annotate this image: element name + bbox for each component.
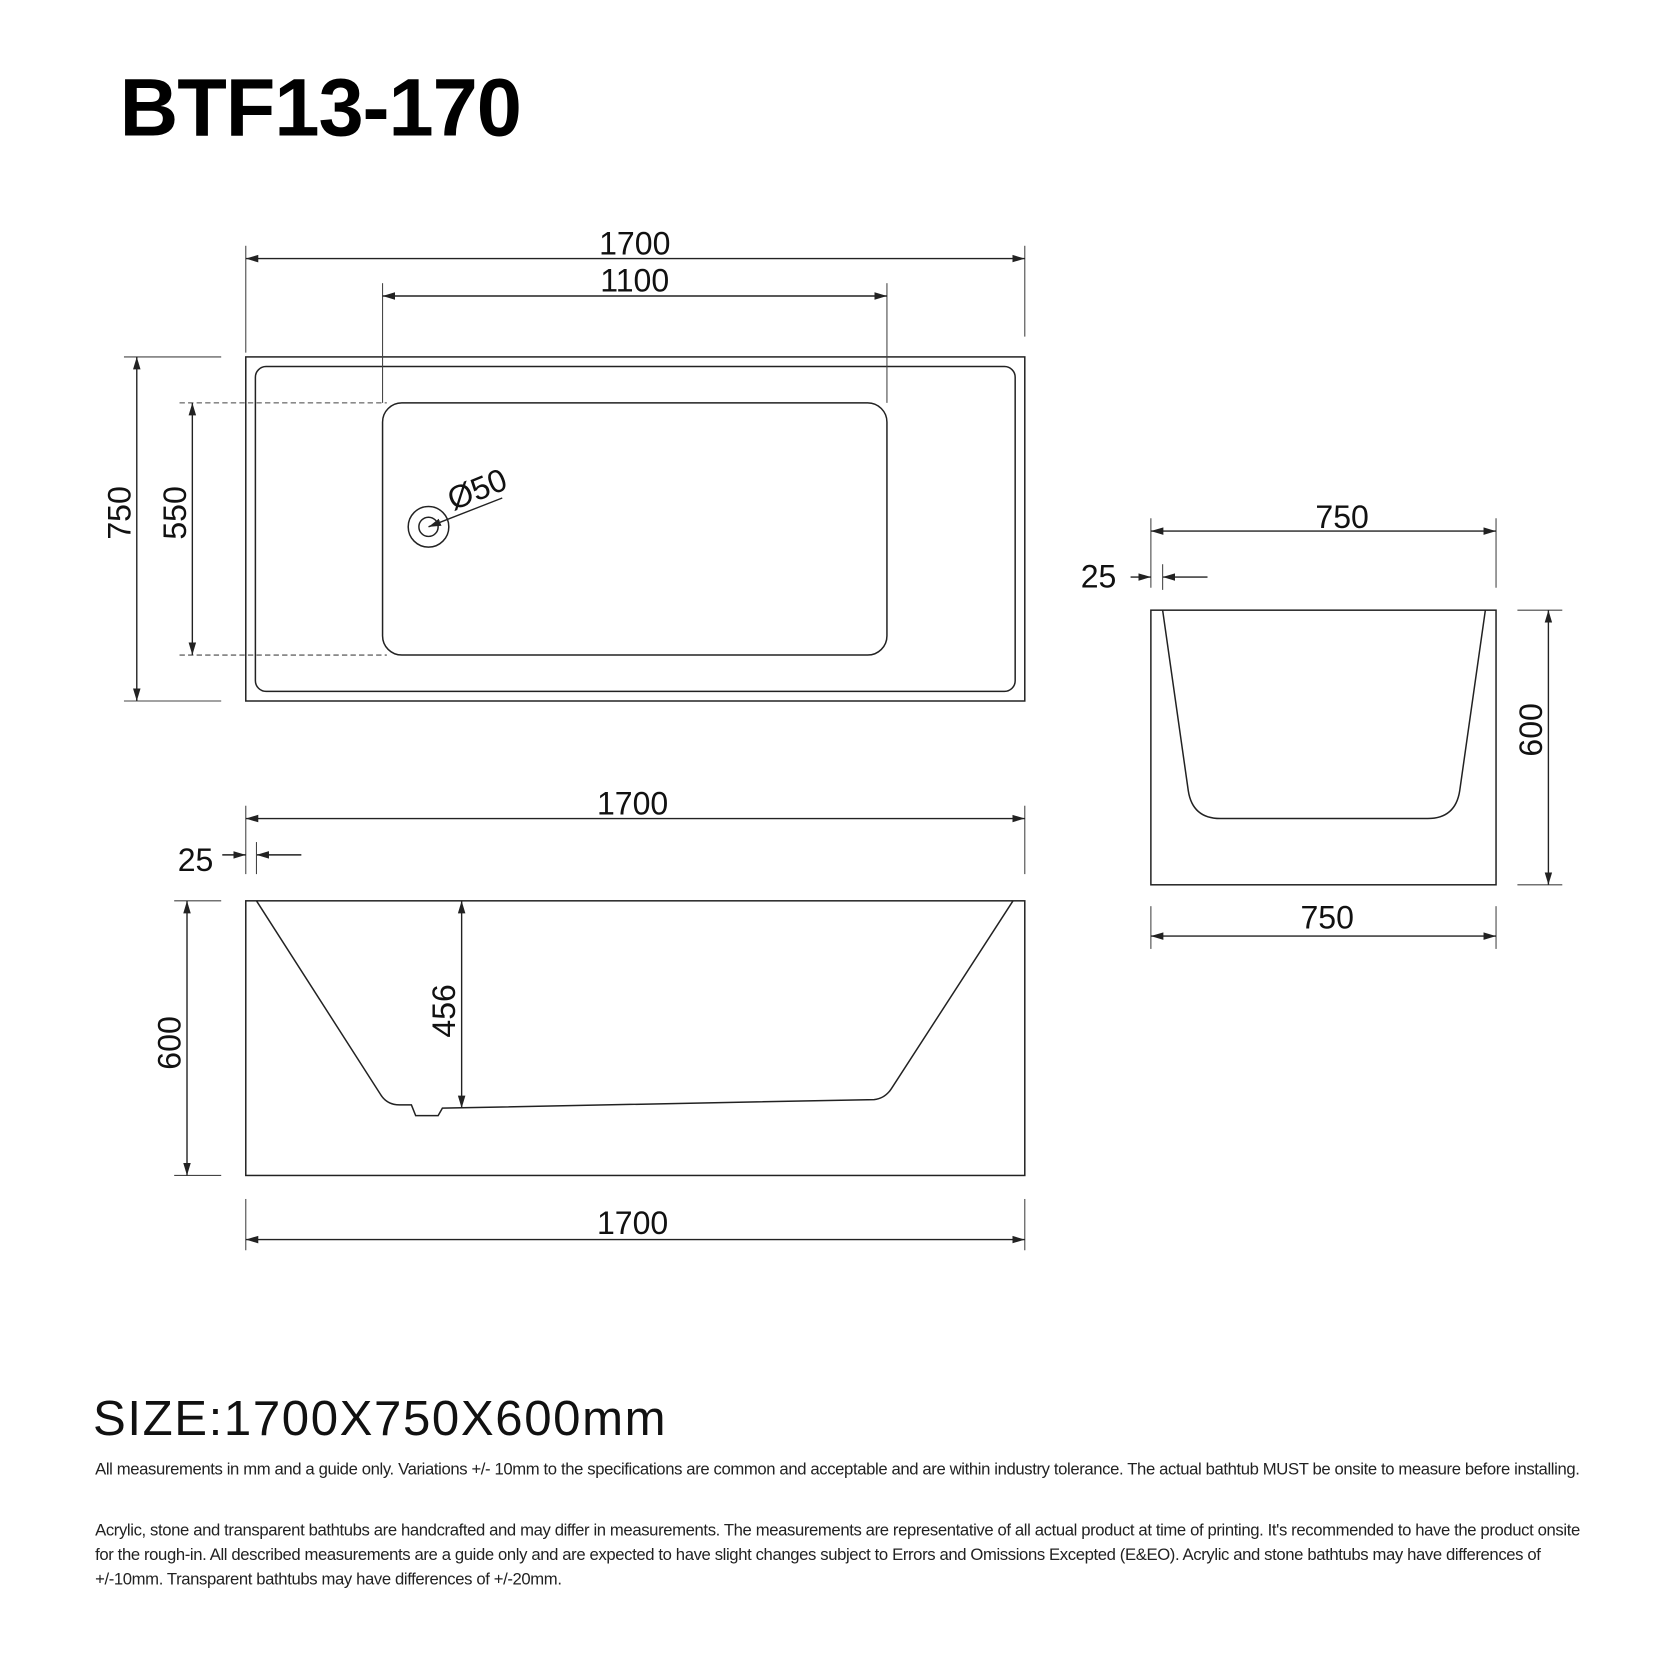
dim-side-length-top: 1700 [597,785,668,821]
basin-outline [381,402,888,656]
dim-end-width-bottom: 750 [1300,900,1353,936]
dim-end-width-top: 750 [1315,499,1368,535]
note-measurements: All measurements in mm and a guide only.… [95,1460,1580,1479]
side-view: 1700 25 600 456 1700 [152,785,1026,1251]
end-view: 750 25 600 750 [1081,499,1563,949]
dim-width: 750 [101,486,137,539]
tub-outline [245,356,1026,702]
dim-end-height: 600 [1513,703,1549,756]
basin-profile [255,900,1014,1117]
size-heading: SIZE:1700X750X600mm [92,1390,668,1446]
dim-side-height: 600 [152,1016,188,1069]
end-basin-profile [1161,610,1487,820]
dim-depth: 456 [426,984,462,1037]
dim-basin-width: 550 [157,486,193,539]
dim-end-rim: 25 [1081,559,1117,595]
top-view: Ø50 1700 1100 750 550 [101,225,1026,702]
dim-length: 1700 [599,225,670,261]
dim-basin-length: 1100 [600,263,669,299]
tub-rim [254,365,1016,693]
note-disclaimer: Acrylic, stone and transparent bathtubs … [95,1521,1580,1590]
technical-drawing: Ø50 1700 1100 750 550 1700 [101,225,1563,1251]
dim-side-length-bottom: 1700 [597,1205,668,1241]
model-title: BTF13-170 [119,63,522,154]
drain-label: Ø50 [442,461,512,517]
drain-icon [407,505,450,548]
tub-side-outline [245,900,1026,1177]
tub-end-outline [1150,609,1497,886]
dim-side-rim: 25 [178,842,214,878]
